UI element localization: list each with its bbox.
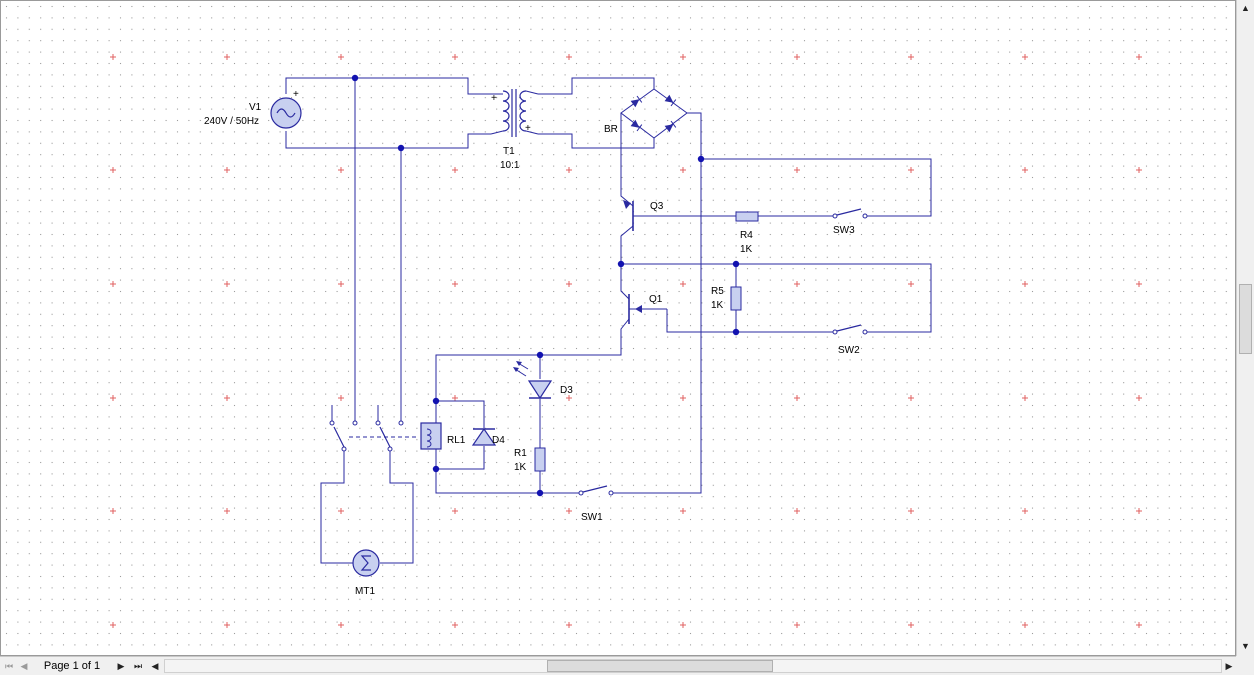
d3-led[interactable]: D3 [513,361,573,400]
sw1-ref-label: SW1 [581,512,603,523]
horizontal-scrollbar[interactable] [164,659,1222,673]
scroll-up-icon[interactable]: ▲ [1241,3,1250,13]
r5-ref-label: R5 [711,286,724,297]
prev-page-icon[interactable]: ◀ [20,661,28,671]
junctions [351,74,740,497]
q3-transistor[interactable]: Q3 [623,200,664,231]
horizontal-scroll-thumb[interactable] [547,660,773,672]
sw3-ref-label: SW3 [833,225,855,236]
t1-primary-plus: + [491,93,497,104]
vertical-scrollbar[interactable]: ▲ ▼ [1236,0,1254,656]
r4-ref-label: R4 [740,230,753,241]
r5-value-label: 1K [711,300,724,311]
sw2-ref-label: SW2 [838,345,860,356]
q1-ref-label: Q1 [649,294,663,305]
v1-plus-mark: + [293,89,299,100]
rl1-ref-label: RL1 [447,435,466,446]
rl1-relay[interactable]: RL1 [349,416,466,456]
last-page-icon[interactable]: ⏭ [133,661,143,671]
v1-ac-source[interactable]: + V1 240V / 50Hz [204,89,302,129]
t1-transformer[interactable]: + + T1 10:1 [490,89,539,171]
grid-background [1,1,1235,655]
br-bridge-rectifier[interactable]: BR [604,88,688,139]
d4-diode[interactable]: D4 [471,427,505,446]
next-page-icon[interactable]: ▶ [117,661,125,671]
mt1-ref-label: MT1 [355,586,375,597]
grid-crosses [110,54,1142,628]
bottom-bar: ⏮ ◀ Page 1 of 1 ▶ ⏭ ◀ ▶ [0,656,1254,675]
schematic-drawing[interactable]: + V1 240V / 50Hz + + T1 10:1 BR Q3 [1,1,1236,656]
page-tab[interactable]: Page 1 of 1 [36,657,108,675]
sw2-switch[interactable]: SW2 [832,324,868,356]
v1-value-label: 240V / 50Hz [204,116,259,127]
r4-resistor[interactable]: R4 1K [735,211,759,255]
d4-ref-label: D4 [492,435,505,446]
q3-ref-label: Q3 [650,201,664,212]
d3-ref-label: D3 [560,385,573,396]
wires [285,77,932,564]
r5-resistor[interactable]: R5 1K [711,286,742,311]
r1-value-label: 1K [514,462,527,473]
v1-ref-label: V1 [249,102,262,113]
sw1-switch[interactable]: SW1 [578,485,614,523]
relay-contacts [329,405,404,452]
scroll-right-icon[interactable]: ▶ [1225,661,1233,671]
vertical-scroll-thumb[interactable] [1239,284,1252,354]
scrollbar-corner [1236,656,1254,675]
br-ref-label: BR [604,124,618,135]
page-label: Page 1 of 1 [43,660,101,672]
t1-ref-label: T1 [503,146,515,157]
q1-transistor[interactable]: Q1 [628,294,663,324]
r1-ref-label: R1 [514,448,527,459]
sw3-switch[interactable]: SW3 [832,208,868,236]
scroll-down-icon[interactable]: ▼ [1241,641,1250,651]
first-page-icon[interactable]: ⏮ [4,661,14,671]
t1-secondary-plus: + [525,123,531,134]
scroll-left-icon[interactable]: ◀ [151,661,159,671]
mt1-motor[interactable]: MT1 [352,549,380,597]
t1-value-label: 10:1 [500,160,520,171]
r4-value-label: 1K [740,244,753,255]
r1-resistor[interactable]: R1 1K [514,447,546,473]
schematic-canvas[interactable]: + V1 240V / 50Hz + + T1 10:1 BR Q3 [0,0,1236,656]
